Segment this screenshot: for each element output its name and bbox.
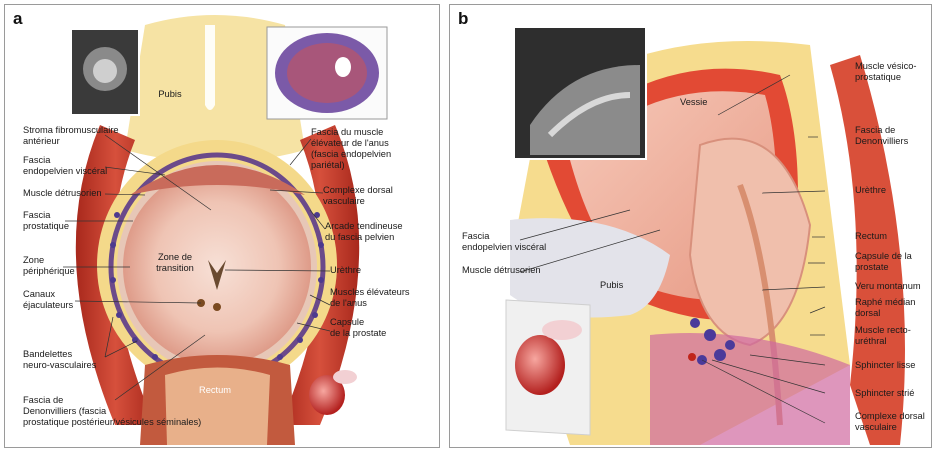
label-pubis: Pubis xyxy=(155,89,185,100)
label-bandelettes: Bandelettes neuro-vasculaires xyxy=(23,349,96,371)
label-uretre: Urèthre xyxy=(330,265,361,276)
label-vessie: Vessie xyxy=(680,97,707,108)
label-muscle-recto: Muscle recto- uréthral xyxy=(855,325,911,347)
label-capsule: Capsule de la prostate xyxy=(330,317,386,339)
label-raphe: Raphé médian dorsal xyxy=(855,297,915,319)
label-complexe-dorsal-b: Complexe dorsal vasculaire xyxy=(855,411,925,433)
label-rectum: Rectum xyxy=(195,385,235,396)
label-canaux: Canaux éjaculateurs xyxy=(23,289,73,311)
label-uretre-b: Urèthre xyxy=(855,185,886,196)
label-fascia-visceral: Fascia endopelvien viscéral xyxy=(23,155,107,177)
label-capsule-b: Capsule de la prostate xyxy=(855,251,912,273)
label-arcade: Arcade tendineuse du fascia pelvien xyxy=(325,221,403,243)
label-fascia-visceral-b: Fascia endopelvien viscéral xyxy=(462,231,546,253)
label-fascia-denon-b: Fascia de Denonvilliers xyxy=(855,125,908,147)
panel-b-letter: b xyxy=(458,9,468,29)
label-muscle-vesico: Muscle vésico- prostatique xyxy=(855,61,916,83)
panel-a-letter: a xyxy=(13,9,22,29)
label-muscle-detrusorien-b: Muscle détrusorien xyxy=(462,265,541,276)
label-zone-peripherique: Zone périphérique xyxy=(23,255,75,277)
label-veru: Veru montanum xyxy=(855,281,921,292)
label-complexe-dorsal: Complexe dorsal vasculaire xyxy=(323,185,393,207)
prostate-3d-thumb-b xyxy=(515,335,565,395)
label-stroma: Stroma fibromusculaire antérieur xyxy=(23,125,119,147)
label-fascia-elevateur: Fascia du muscle élévateur de l'anus (fa… xyxy=(311,127,391,171)
label-sphincter-strie: Sphincter strié xyxy=(855,388,914,399)
panel-b: b Vessie Pubis Fascia endopelvien viscér… xyxy=(449,4,932,448)
label-sphincter-lisse: Sphincter lisse xyxy=(855,360,915,371)
label-zone-transition: Zone de transition xyxy=(145,252,205,274)
label-fascia-prostatique: Fascia prostatique xyxy=(23,210,69,232)
label-muscle-detrusorien: Muscle détrusorien xyxy=(23,188,102,199)
label-muscles-elevateurs: Muscles élévateurs de l'anus xyxy=(330,287,410,309)
label-rectum-b: Rectum xyxy=(855,231,887,242)
label-denonvilliers: Fascia de Denonvilliers (fascia prostati… xyxy=(23,395,201,428)
panel-a: a Pubis Stroma fibromusculaire antérieur… xyxy=(4,4,440,448)
label-pubis-b: Pubis xyxy=(600,280,623,291)
